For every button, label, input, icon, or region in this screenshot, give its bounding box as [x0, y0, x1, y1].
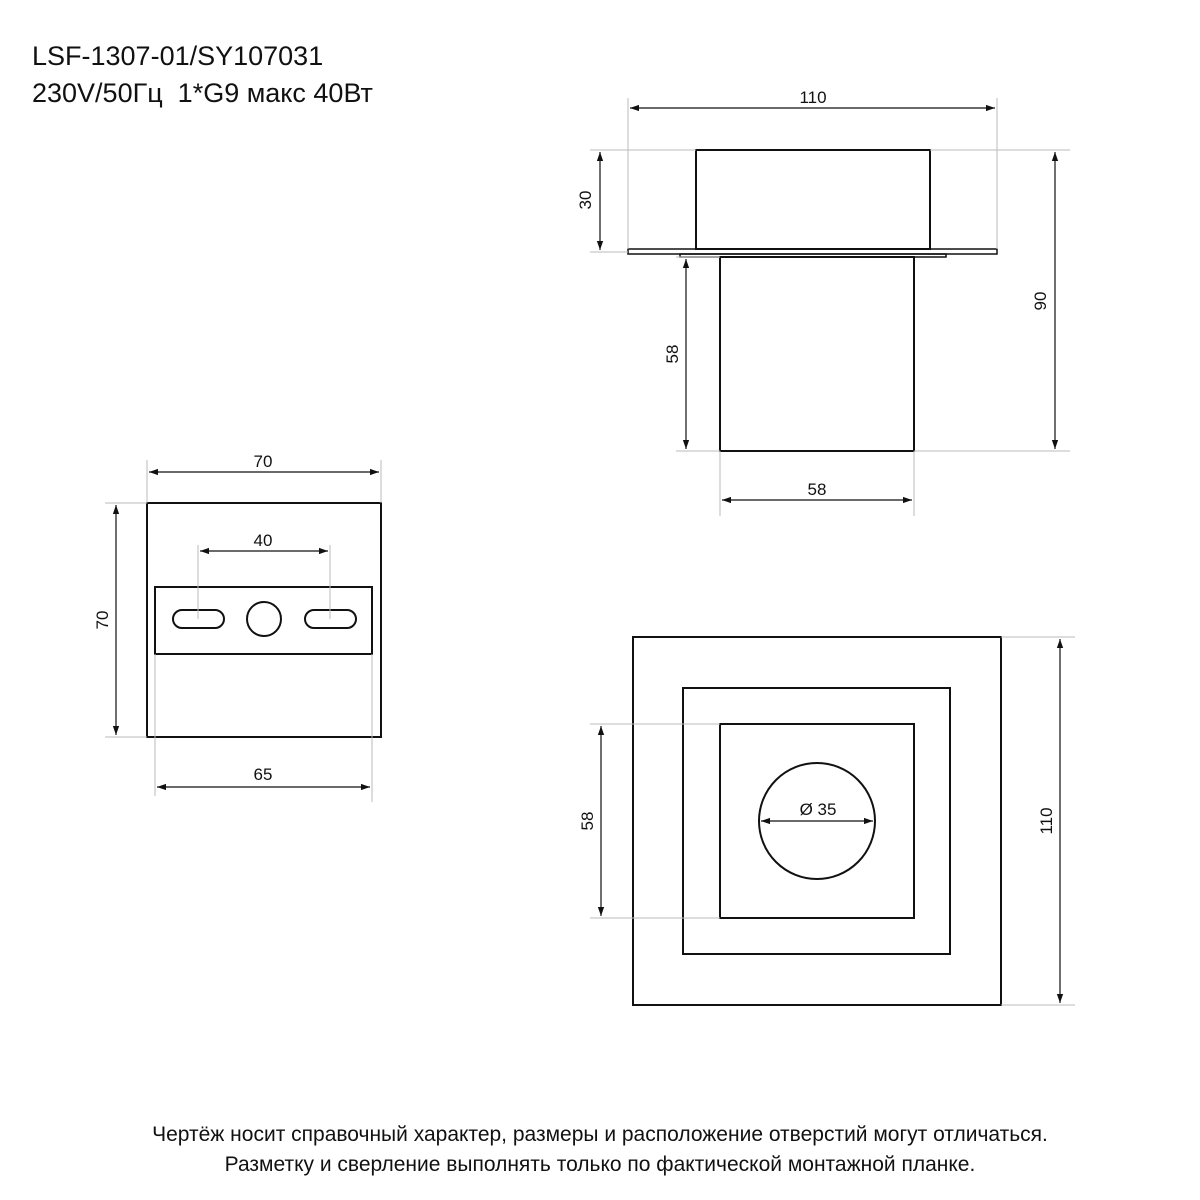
lower-body: [719, 256, 915, 452]
front-view: [590, 636, 1075, 1006]
label-hole-diameter: Ø 35: [800, 800, 837, 819]
lamp-opening: [758, 762, 876, 880]
bracket-plate: [146, 502, 382, 738]
label-total-height: 90: [1031, 292, 1050, 311]
drawing-header: LSF-1307-01/SY107031 230V/50Гц 1*G9 макс…: [32, 38, 373, 112]
side-view-labels: 110 30 90 58 58: [576, 88, 1050, 499]
disclaimer-note: Чертёж носит справочный характер, размер…: [0, 1120, 1200, 1180]
model-number: LSF-1307-01/SY107031: [32, 41, 324, 71]
label-bracket-height: 70: [93, 611, 112, 630]
bracket-view-labels: 70 70 40 65: [93, 452, 272, 784]
label-upper-height: 30: [576, 191, 595, 210]
label-slot-spacing: 40: [254, 531, 273, 550]
inner-frame: [719, 723, 915, 919]
label-top-width: 110: [799, 88, 826, 107]
label-outer-size: 110: [1037, 807, 1056, 834]
side-view: [590, 98, 1070, 516]
disclaimer-line-2: Разметку и сверление выполнять только по…: [224, 1153, 976, 1176]
label-inner-size: 58: [578, 812, 597, 831]
mounting-bar: [154, 586, 373, 655]
label-bracket-width: 70: [254, 452, 273, 471]
disclaimer-line-1: Чертёж носит справочный характер, размер…: [152, 1123, 1048, 1146]
label-lower-width: 58: [808, 480, 827, 499]
middle-frame: [682, 687, 951, 955]
outer-frame: [632, 636, 1002, 1006]
front-view-labels: 58 110 Ø 35: [578, 800, 1056, 835]
bracket-view: [105, 460, 382, 802]
center-hole: [246, 601, 282, 637]
electrical-specs: 230V/50Гц 1*G9 макс 40Вт: [32, 78, 373, 108]
label-lower-height: 58: [663, 345, 682, 364]
label-base-width: 65: [254, 765, 273, 784]
upper-housing: [695, 149, 931, 250]
